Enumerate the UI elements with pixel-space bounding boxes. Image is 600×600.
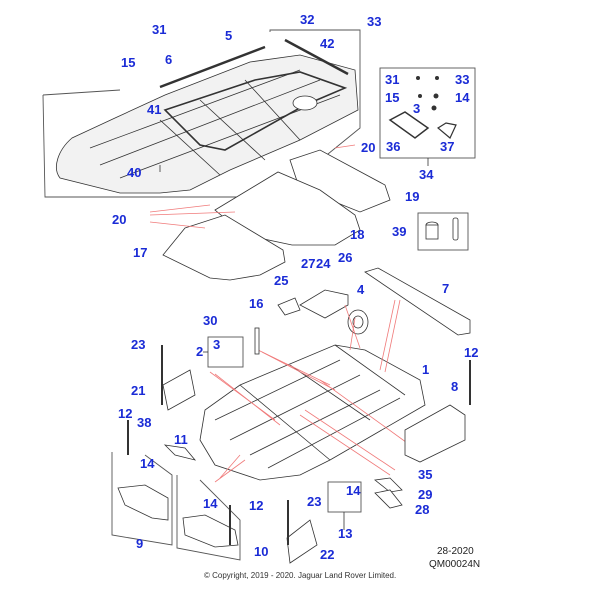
insulation-sheet-17 bbox=[162, 214, 286, 281]
callout-8[interactable]: 8 bbox=[451, 379, 459, 394]
callout-23[interactable]: 23 bbox=[307, 494, 322, 509]
illustration-ref: QM00024N bbox=[429, 559, 481, 570]
bracket-21 bbox=[162, 369, 196, 411]
callout-31[interactable]: 31 bbox=[152, 22, 167, 37]
callout-3[interactable]: 3 bbox=[413, 101, 421, 116]
kit-box-34 bbox=[379, 67, 476, 159]
shield-10 bbox=[182, 514, 239, 548]
copyright-notice: © Copyright, 2019 - 2020. Jaguar Land Ro… bbox=[204, 571, 397, 580]
seal-strip-42 bbox=[284, 38, 349, 76]
kit-box-39 bbox=[417, 212, 469, 251]
callout-13[interactable]: 13 bbox=[338, 526, 353, 541]
callout-35[interactable]: 35 bbox=[418, 467, 433, 482]
callout-36[interactable]: 36 bbox=[386, 139, 401, 154]
callout-42[interactable]: 42 bbox=[320, 36, 335, 51]
callout-12[interactable]: 12 bbox=[249, 498, 264, 513]
callout-26[interactable]: 26 bbox=[338, 250, 353, 265]
callout-31[interactable]: 31 bbox=[385, 72, 400, 87]
callout-39[interactable]: 39 bbox=[392, 224, 407, 239]
kit-box-13 bbox=[327, 481, 362, 513]
seal-41 bbox=[163, 71, 348, 151]
callout-14[interactable]: 14 bbox=[203, 496, 218, 511]
callout-14[interactable]: 14 bbox=[346, 483, 361, 498]
module-24 bbox=[299, 289, 349, 319]
callout-2[interactable]: 2 bbox=[196, 344, 204, 359]
callout-4[interactable]: 4 bbox=[357, 282, 365, 297]
callout-7[interactable]: 7 bbox=[442, 281, 450, 296]
callout-33[interactable]: 33 bbox=[367, 14, 382, 29]
callout-19[interactable]: 19 bbox=[405, 189, 420, 204]
callout-30[interactable]: 30 bbox=[203, 313, 218, 328]
callout-5[interactable]: 5 bbox=[225, 28, 233, 43]
bracket-22 bbox=[286, 519, 318, 564]
callout-21[interactable]: 21 bbox=[131, 383, 146, 398]
callout-22[interactable]: 22 bbox=[320, 547, 335, 562]
bracket-29 bbox=[374, 477, 403, 493]
callout-17[interactable]: 17 bbox=[133, 245, 148, 260]
callout-20[interactable]: 20 bbox=[112, 212, 127, 227]
callout-28[interactable]: 28 bbox=[415, 502, 430, 517]
stud-16 bbox=[254, 327, 260, 355]
callout-16[interactable]: 16 bbox=[249, 296, 264, 311]
callout-6[interactable]: 6 bbox=[165, 52, 173, 67]
seal-strip-5 bbox=[159, 45, 266, 89]
callout-29[interactable]: 29 bbox=[418, 487, 433, 502]
callout-15[interactable]: 15 bbox=[385, 90, 400, 105]
callout-33[interactable]: 33 bbox=[455, 72, 470, 87]
callout-40[interactable]: 40 bbox=[127, 165, 142, 180]
callout-14[interactable]: 14 bbox=[140, 456, 155, 471]
callout-20[interactable]: 20 bbox=[361, 140, 376, 155]
callout-24[interactable]: 24 bbox=[316, 256, 331, 271]
callout-27[interactable]: 27 bbox=[301, 256, 316, 271]
battery-tray bbox=[199, 344, 426, 481]
callout-18[interactable]: 18 bbox=[350, 227, 365, 242]
side-rail-7 bbox=[364, 267, 471, 336]
callout-37[interactable]: 37 bbox=[440, 139, 455, 154]
callout-23[interactable]: 23 bbox=[131, 337, 146, 352]
callout-38[interactable]: 38 bbox=[137, 415, 152, 430]
callout-11[interactable]: 11 bbox=[174, 432, 188, 447]
part-9-frame bbox=[111, 452, 173, 546]
callout-12[interactable]: 12 bbox=[464, 345, 479, 360]
callout-3[interactable]: 3 bbox=[213, 337, 221, 352]
bracket-28 bbox=[374, 489, 403, 509]
shield-9 bbox=[117, 484, 169, 521]
date-code: 28-2020 bbox=[437, 546, 474, 557]
bracket-8 bbox=[404, 404, 466, 463]
callout-25[interactable]: 25 bbox=[274, 273, 289, 288]
callout-41[interactable]: 41 bbox=[147, 102, 162, 117]
callout-15[interactable]: 15 bbox=[121, 55, 136, 70]
part-10-frame bbox=[176, 475, 241, 561]
callout-34[interactable]: 34 bbox=[419, 167, 434, 182]
callout-12[interactable]: 12 bbox=[118, 406, 133, 421]
callout-32[interactable]: 32 bbox=[300, 12, 315, 27]
battery-top-cover bbox=[56, 54, 359, 194]
callout-1[interactable]: 1 bbox=[422, 362, 430, 377]
callout-9[interactable]: 9 bbox=[136, 536, 144, 551]
rail-11 bbox=[163, 444, 197, 461]
cover-group-frame bbox=[42, 29, 361, 198]
callout-14[interactable]: 14 bbox=[455, 90, 470, 105]
callout-10[interactable]: 10 bbox=[254, 544, 269, 559]
